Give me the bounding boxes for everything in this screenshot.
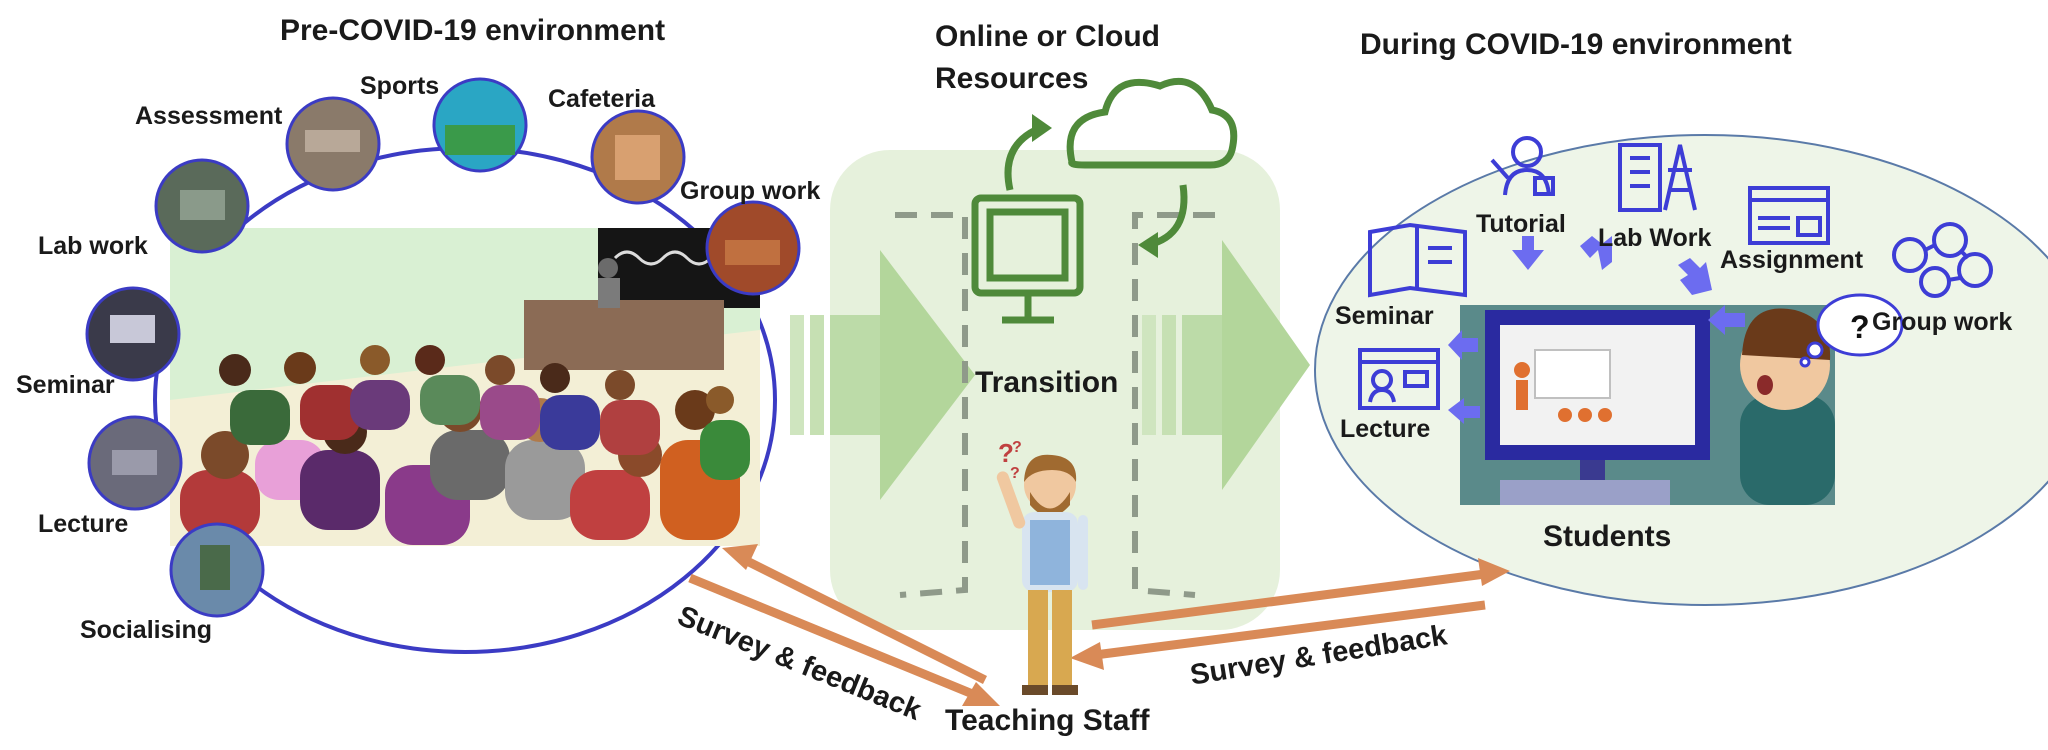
transition-wall-left	[895, 212, 968, 598]
students-label: Students	[1543, 520, 1672, 553]
teaching-staff-figure: ? ? ?	[996, 438, 1088, 695]
label-group-work-pre: Group work	[680, 177, 821, 205]
svg-text:?: ?	[1012, 439, 1022, 456]
activity-photo-group-work	[705, 200, 801, 296]
student-computer-scene	[1460, 305, 1835, 505]
monitor-icon	[971, 194, 1084, 324]
classroom-scene	[170, 228, 760, 546]
label-group-work-during: Group work	[1872, 308, 2013, 336]
building-tower-icon	[1618, 143, 1697, 212]
pre-covid-title: Pre-COVID-19 environment	[280, 14, 666, 47]
sync-arrowhead-icon	[1032, 114, 1052, 142]
transition-label: Transition	[975, 366, 1119, 399]
video-lecture-icon	[1358, 348, 1440, 410]
sync-arrowhead-return-icon	[1138, 232, 1158, 258]
activity-photo-lab-work	[154, 158, 250, 254]
label-cafeteria: Cafeteria	[548, 85, 655, 113]
feedback-arrow-right	[1070, 558, 1510, 670]
label-tutorial: Tutorial	[1476, 210, 1566, 238]
assignment-window-icon	[1748, 186, 1830, 245]
label-sports: Sports	[360, 72, 440, 100]
feedback-arrow-left	[688, 544, 1000, 706]
label-lecture-pre: Lecture	[38, 510, 129, 538]
activity-photo-assessment	[285, 96, 381, 192]
activity-photo-lecture	[87, 415, 183, 511]
svg-text:?: ?	[998, 438, 1014, 468]
during-covid-title: During COVID-19 environment	[1360, 28, 1792, 61]
teaching-staff-label: Teaching Staff	[945, 704, 1150, 737]
activity-photo-cafeteria	[590, 109, 686, 205]
label-seminar-during: Seminar	[1335, 302, 1434, 330]
cloud-label-line2: Resources	[935, 62, 1089, 95]
activity-photo-socialising	[169, 522, 265, 618]
transition-panel	[830, 150, 1280, 630]
tutor-icon	[1490, 136, 1555, 196]
svg-text:?: ?	[1010, 465, 1020, 482]
cloud-icon	[1066, 78, 1238, 169]
flow-arrow-left	[790, 250, 975, 500]
flow-arrow-right	[1142, 240, 1310, 490]
label-lab-work-pre: Lab work	[38, 232, 148, 260]
activity-photo-seminar	[85, 286, 181, 382]
label-assessment: Assessment	[135, 102, 283, 130]
label-assignment: Assignment	[1720, 246, 1864, 274]
label-seminar-pre: Seminar	[16, 371, 115, 399]
label-socialising: Socialising	[80, 616, 212, 644]
thought-bubble-icon: ?	[1799, 293, 1904, 368]
transition-wall-right	[1132, 212, 1215, 598]
network-people-icon	[1892, 222, 1993, 298]
activity-photo-sports	[432, 77, 528, 173]
label-lecture-during: Lecture	[1340, 415, 1431, 443]
label-lab-work-during: Lab Work	[1598, 224, 1712, 252]
book-icon	[1368, 222, 1467, 298]
svg-text:?: ?	[1850, 309, 1870, 345]
cloud-label-line1: Online or Cloud	[935, 20, 1160, 53]
activity-arrows	[1448, 236, 1745, 424]
